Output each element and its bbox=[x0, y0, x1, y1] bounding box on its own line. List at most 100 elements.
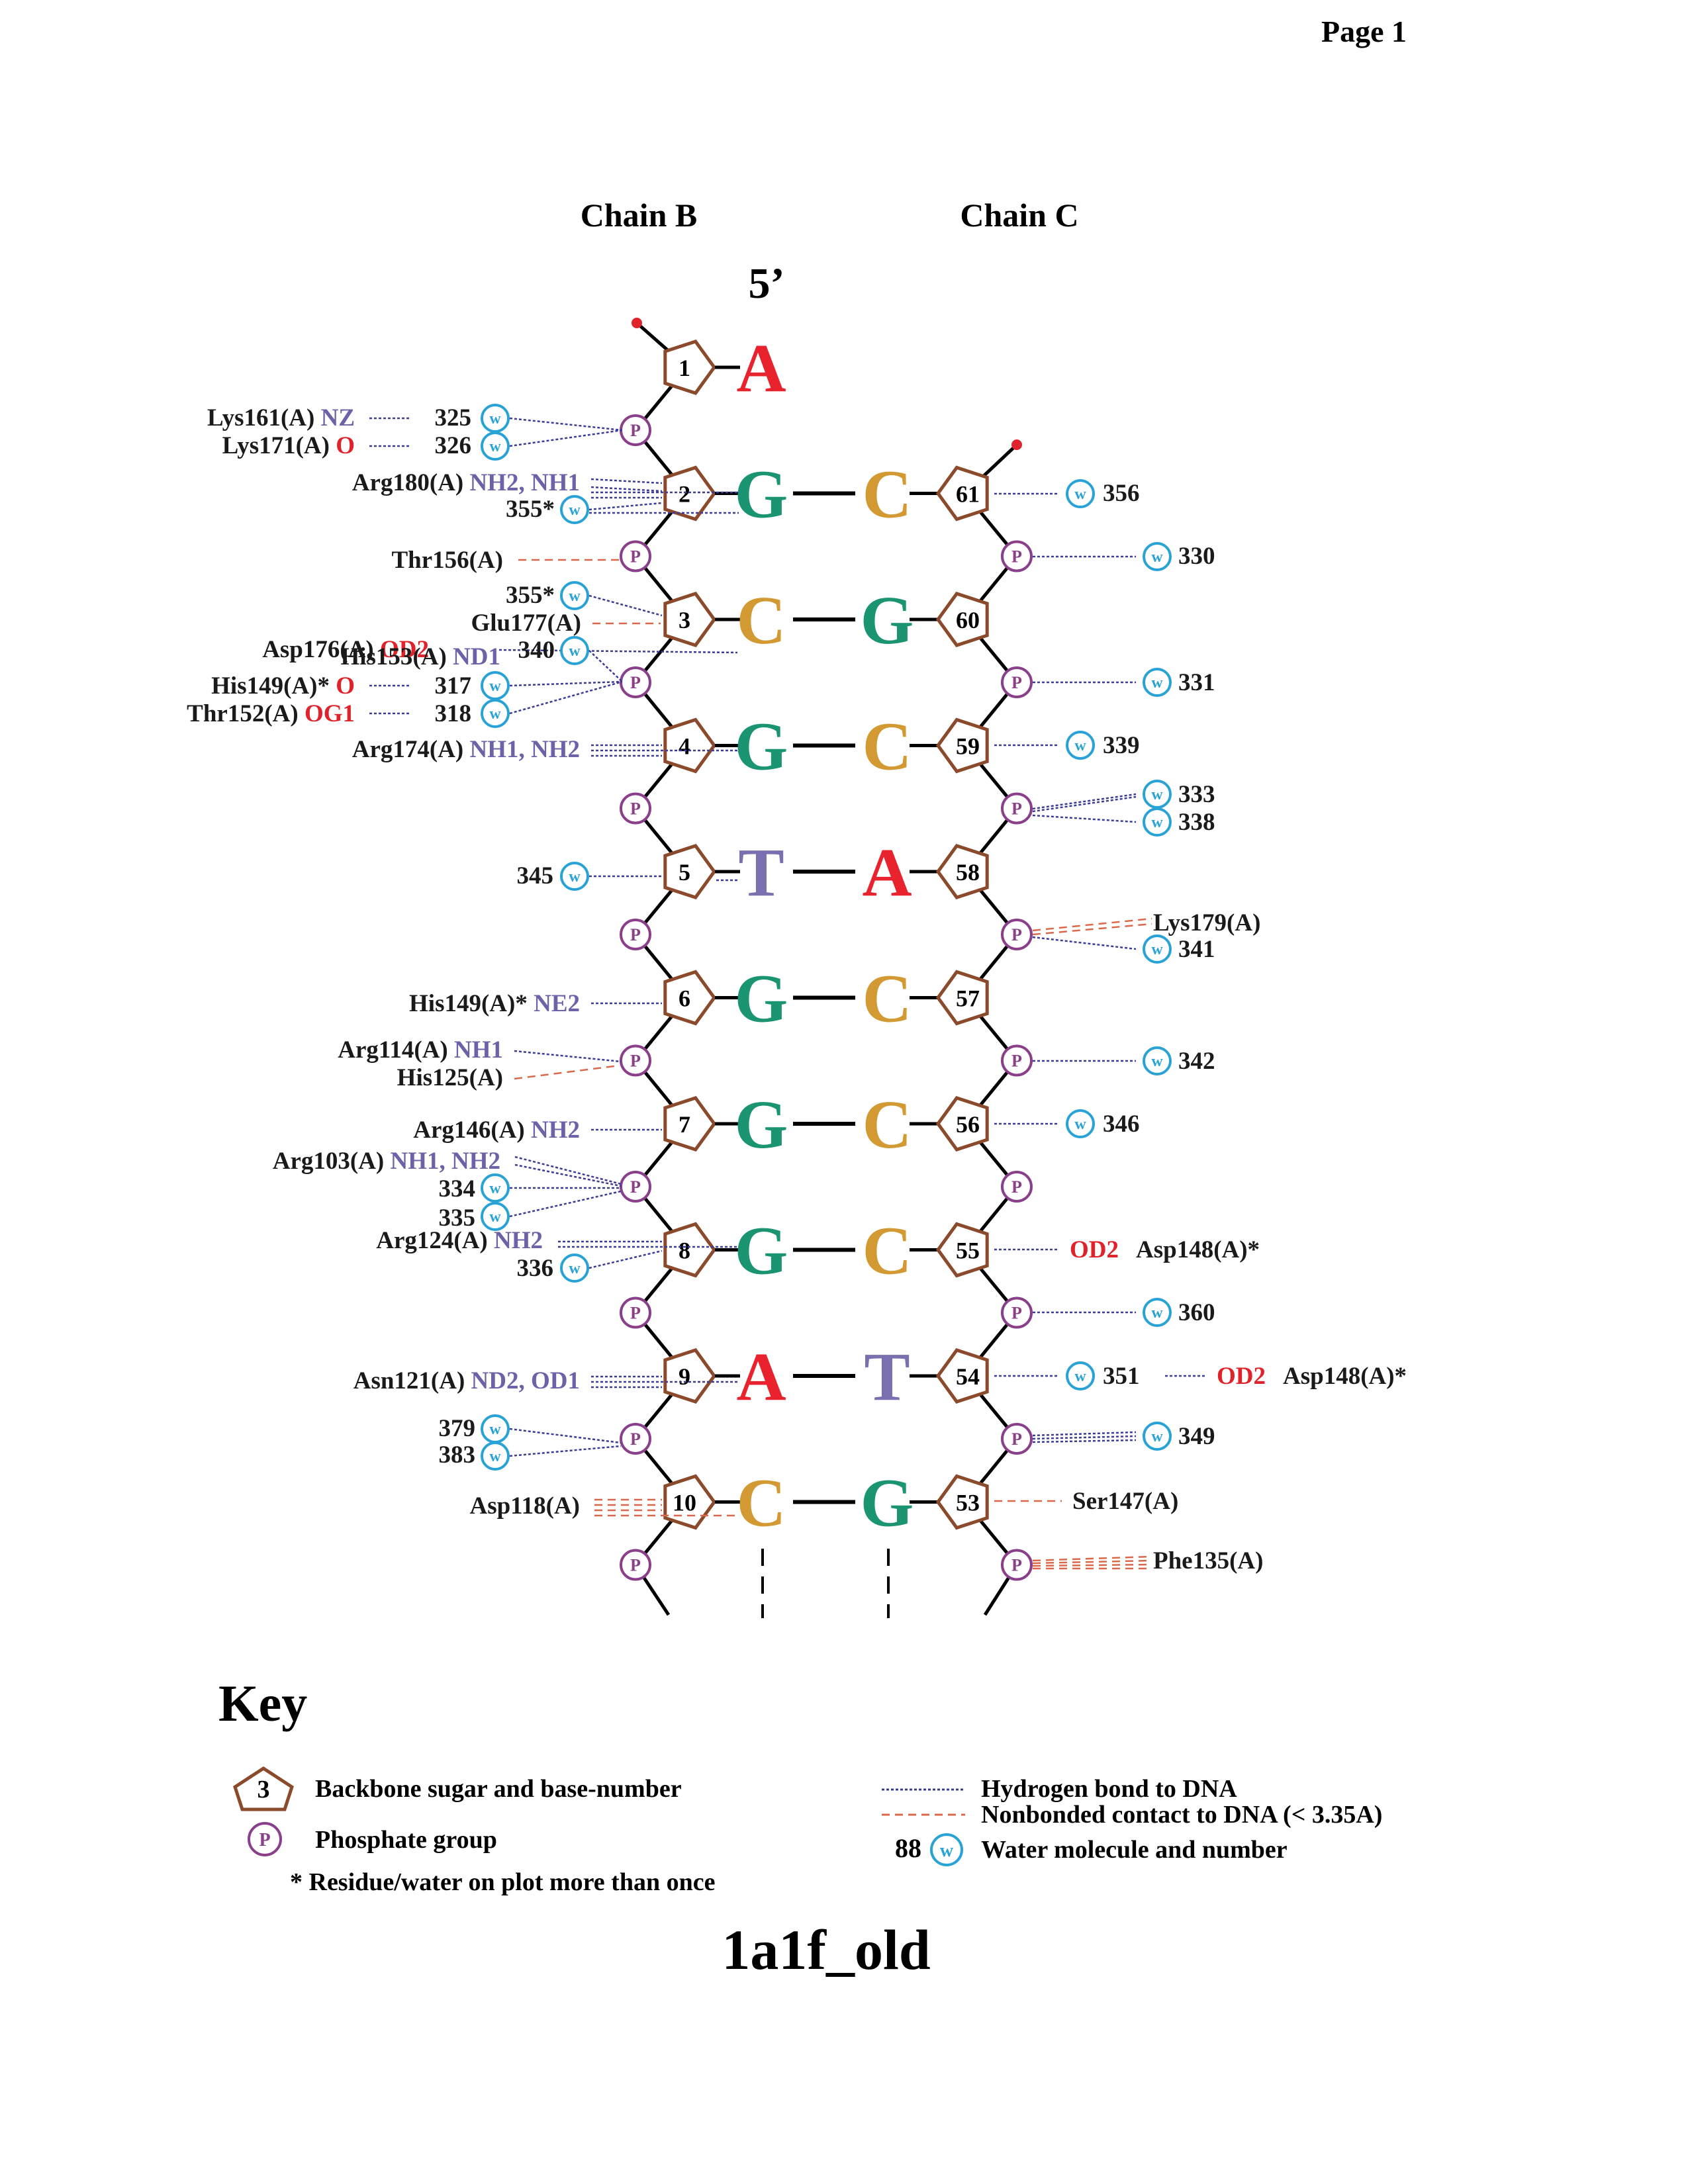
phosphate-b-letter: P bbox=[630, 1430, 641, 1449]
water-icon-letter: w bbox=[940, 1841, 954, 1861]
chain-c-terminus bbox=[1011, 439, 1022, 450]
contact-label: OD2 bbox=[1070, 1236, 1119, 1263]
water-icon-letter: w bbox=[1151, 1428, 1163, 1445]
water-number: 360 bbox=[1178, 1299, 1215, 1326]
water-number: 336 bbox=[517, 1255, 554, 1282]
hydrogen-bond bbox=[509, 429, 623, 447]
sugar-number: 2 bbox=[679, 481, 690, 508]
chain-b-backbone bbox=[633, 322, 690, 1616]
water-icon bbox=[1066, 1361, 1095, 1390]
key-title: Key bbox=[218, 1674, 307, 1732]
water-icon-letter: w bbox=[489, 1180, 501, 1197]
water-number: 333 bbox=[1178, 781, 1215, 808]
base-letter: G bbox=[735, 1087, 788, 1163]
sugar-c-55 bbox=[935, 1222, 989, 1278]
hydrogen-bond bbox=[509, 417, 623, 432]
contact-label: Glu177(A) bbox=[471, 610, 582, 637]
nonbonded-contact bbox=[514, 1064, 620, 1080]
water-number: 317 bbox=[435, 672, 472, 700]
base-letter: G bbox=[861, 582, 914, 659]
base-letter: A bbox=[736, 1339, 786, 1415]
contact-label: His149(A)* O bbox=[211, 672, 355, 700]
contact-label: Arg180(A) NH2, NH1 bbox=[352, 469, 580, 496]
nonbonded-contact bbox=[1032, 917, 1152, 932]
phosphate-b-letter: P bbox=[630, 673, 641, 692]
contact-label: Ser147(A) bbox=[1072, 1488, 1178, 1515]
phosphate-b-letter: P bbox=[630, 1304, 641, 1323]
contact-label: Asp148(A)* bbox=[1283, 1363, 1407, 1390]
base-letter: G bbox=[735, 709, 788, 785]
water-icon-letter: w bbox=[569, 643, 581, 660]
hydrogen-bond bbox=[514, 1050, 622, 1063]
contact-label: His149(A)* NE2 bbox=[409, 990, 580, 1017]
sugar-c-60 bbox=[935, 592, 989, 647]
chain-b-terminus bbox=[632, 318, 642, 328]
sugar-b-2 bbox=[663, 465, 717, 522]
water-icon bbox=[1066, 479, 1095, 508]
water-number: 346 bbox=[1103, 1111, 1140, 1138]
water-icon bbox=[560, 1253, 589, 1283]
phosphate-b-letter: P bbox=[630, 547, 641, 567]
water-number: 355* bbox=[506, 496, 555, 523]
phosphate-c bbox=[1001, 792, 1033, 825]
sugar-number: 7 bbox=[679, 1111, 690, 1138]
phosphate-c-letter: P bbox=[1011, 799, 1022, 819]
contact-label: Lys179(A) bbox=[1153, 909, 1260, 936]
phosphate-c-letter: P bbox=[1011, 1304, 1022, 1323]
key-panel: Key 3 Backbone sugar and base-number P P… bbox=[218, 1674, 1382, 1896]
sugar-b-9 bbox=[663, 1348, 717, 1404]
water-number: 379 bbox=[439, 1415, 476, 1442]
water-icon-letter: w bbox=[569, 1260, 581, 1277]
water-icon-letter: w bbox=[489, 1421, 501, 1438]
base-letter: G bbox=[735, 457, 788, 533]
base-letter: C bbox=[736, 1465, 786, 1541]
sugar-c-56 bbox=[935, 1096, 989, 1152]
phosphate-b-letter: P bbox=[630, 799, 641, 819]
water-icon-letter: w bbox=[489, 410, 501, 428]
sugar-b-6 bbox=[663, 970, 717, 1026]
phosphate-b bbox=[620, 1171, 651, 1203]
phosphate-c-letter: P bbox=[1011, 925, 1022, 944]
contact-label: Arg103(A) NH1, NH2 bbox=[273, 1148, 500, 1175]
sugar-number: 58 bbox=[956, 859, 980, 886]
sugar-number: 4 bbox=[679, 733, 690, 760]
water-icon bbox=[1143, 934, 1172, 964]
water-icon bbox=[481, 699, 510, 728]
phosphate-c bbox=[1001, 1423, 1033, 1455]
sugar-b-3 bbox=[663, 592, 717, 647]
water-icon bbox=[930, 1833, 963, 1866]
nonbonded-contact bbox=[1032, 1563, 1152, 1567]
water-number: 341 bbox=[1178, 936, 1215, 963]
phosphate-c bbox=[1001, 666, 1033, 698]
key-hbond-label: Hydrogen bond to DNA bbox=[981, 1775, 1237, 1803]
sugar-b-8 bbox=[663, 1222, 717, 1278]
sugar-c-61 bbox=[935, 465, 989, 522]
water-number: 334 bbox=[439, 1175, 476, 1203]
base-letter: T bbox=[738, 835, 784, 911]
sugar-pentagon-icon bbox=[233, 1766, 294, 1811]
key-sugar-label: Backbone sugar and base-number bbox=[315, 1775, 682, 1803]
water-icon bbox=[560, 862, 589, 891]
water-icon-letter: w bbox=[489, 1448, 501, 1465]
water-icon-letter: w bbox=[1151, 674, 1163, 692]
hydrogen-bond bbox=[588, 1250, 663, 1269]
water-icon-letter: w bbox=[1151, 814, 1163, 831]
hydrogen-bond bbox=[509, 680, 623, 687]
phosphate-icon bbox=[248, 1822, 282, 1856]
water-icon-letter: w bbox=[1074, 1116, 1086, 1133]
sugar-number: 55 bbox=[956, 1238, 980, 1264]
hydrogen-bond bbox=[1032, 1435, 1137, 1440]
hydrogen-bond bbox=[1032, 936, 1137, 950]
water-number: 383 bbox=[439, 1441, 476, 1469]
water-number: 349 bbox=[1178, 1423, 1215, 1450]
page-label: Page 1 bbox=[1321, 15, 1407, 48]
hydrogen-bond bbox=[1032, 814, 1137, 823]
water-number: 331 bbox=[1178, 669, 1215, 696]
water-icon-letter: w bbox=[1151, 1053, 1163, 1070]
sugar-b-4 bbox=[663, 717, 717, 774]
sugar-number: 6 bbox=[679, 985, 690, 1012]
contact-label: Lys161(A) NZ bbox=[207, 404, 355, 432]
base-letter: G bbox=[861, 1465, 914, 1541]
